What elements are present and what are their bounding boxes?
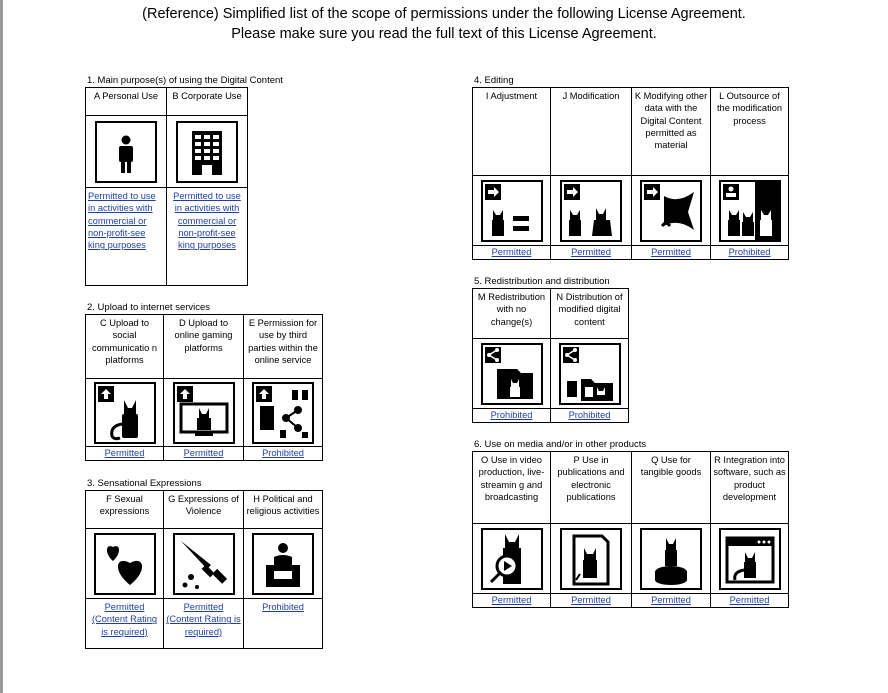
item-label-k: K Modifying other data with the Digital …	[631, 87, 711, 176]
publication-icon	[560, 527, 622, 590]
item-label-g: G Expressions of Violence	[163, 490, 244, 529]
status-i: Permitted	[472, 245, 551, 260]
social-upload-icon	[93, 381, 156, 444]
item-label-m: M Redistribution with no change(s)	[472, 288, 551, 339]
item-label-h: H Political and religious activities	[243, 490, 323, 529]
left-border	[0, 0, 3, 693]
outsource-icon	[718, 179, 781, 242]
item-label-a: A Personal Use	[85, 87, 167, 116]
third-party-share-icon	[252, 381, 314, 444]
header-line-1: (Reference) Simplified list of the scope…	[142, 6, 746, 22]
item-label-d: D Upload to online gaming platforms	[163, 314, 244, 379]
section-title: 3. Sensational Expressions	[87, 478, 202, 489]
section-title: 4. Editing	[474, 75, 514, 86]
item-label-o: O Use in video production, live-streamin…	[472, 451, 551, 524]
status-e: Prohibited	[243, 446, 323, 461]
knife-icon	[172, 532, 235, 595]
gaming-upload-icon	[172, 381, 235, 444]
section-media: 6. Use on media and/or in other products…	[472, 439, 789, 608]
status-h: Prohibited	[243, 598, 323, 649]
item-label-e: E Permission for use by third parties wi…	[243, 314, 323, 379]
status-g: Permitted (Content Rating is required)	[163, 598, 244, 649]
status-j: Permitted	[550, 245, 632, 260]
section-redistribution: 5. Redistribution and distribution M Red…	[472, 276, 629, 423]
material-icon	[640, 179, 702, 242]
section-title: 5. Redistribution and distribution	[474, 276, 610, 287]
status-q: Permitted	[631, 593, 711, 608]
podium-speaker-icon	[252, 532, 314, 595]
status-c: Permitted	[85, 446, 164, 461]
person-icon	[95, 120, 157, 183]
status-f: Permitted (Content Rating is required)	[85, 598, 164, 649]
section-editing: 4. Editing I Adjustment J Modification K…	[472, 75, 789, 260]
office-building-icon	[176, 120, 238, 183]
header-line-2: Please make sure you read the full text …	[231, 26, 657, 42]
item-label-c: C Upload to social communicatio n platfo…	[85, 314, 164, 379]
page-header: (Reference) Simplified list of the scope…	[0, 4, 888, 44]
hearts-icon	[93, 532, 156, 595]
section-title: 1. Main purpose(s) of using the Digital …	[87, 75, 283, 86]
item-label-j: J Modification	[550, 87, 632, 176]
redistribute-icon	[480, 342, 543, 405]
item-label-i: I Adjustment	[472, 87, 551, 176]
section-title: 2. Upload to internet services	[87, 302, 211, 313]
item-label-b: B Corporate Use	[166, 87, 248, 116]
item-label-f: F Sexual expressions	[85, 490, 164, 529]
status-l: Prohibited	[710, 245, 789, 260]
status-m: Prohibited	[472, 408, 551, 423]
section-title: 6. Use on media and/or in other products	[474, 439, 647, 450]
item-label-r: R Integration into software, such as pro…	[710, 451, 789, 524]
status-n: Prohibited	[550, 408, 629, 423]
modify-icon	[560, 179, 622, 242]
status-r: Permitted	[710, 593, 789, 608]
item-label-q: Q Use for tangible goods	[631, 451, 711, 524]
status-a: Permitted to use in activities with comm…	[85, 187, 167, 286]
item-label-p: P Use in publications and electronic pub…	[550, 451, 632, 524]
item-label-n: N Distribution of modified digital conte…	[550, 288, 629, 339]
section-upload: 2. Upload to internet services C Upload …	[85, 302, 323, 461]
video-icon	[480, 527, 543, 590]
status-b: Permitted to use in activities with comm…	[166, 187, 248, 286]
item-label-l: L Outsource of the modification process	[710, 87, 789, 176]
status-p: Permitted	[550, 593, 632, 608]
status-d: Permitted	[163, 446, 244, 461]
adjust-icon	[480, 179, 543, 242]
software-icon	[718, 527, 781, 590]
status-k: Permitted	[631, 245, 711, 260]
section-main-purpose: 1. Main purpose(s) of using the Digital …	[85, 75, 283, 286]
distribute-modified-icon	[558, 342, 621, 405]
figure-goods-icon	[640, 527, 702, 590]
section-sensational: 3. Sensational Expressions F Sexual expr…	[85, 478, 323, 649]
status-o: Permitted	[472, 593, 551, 608]
